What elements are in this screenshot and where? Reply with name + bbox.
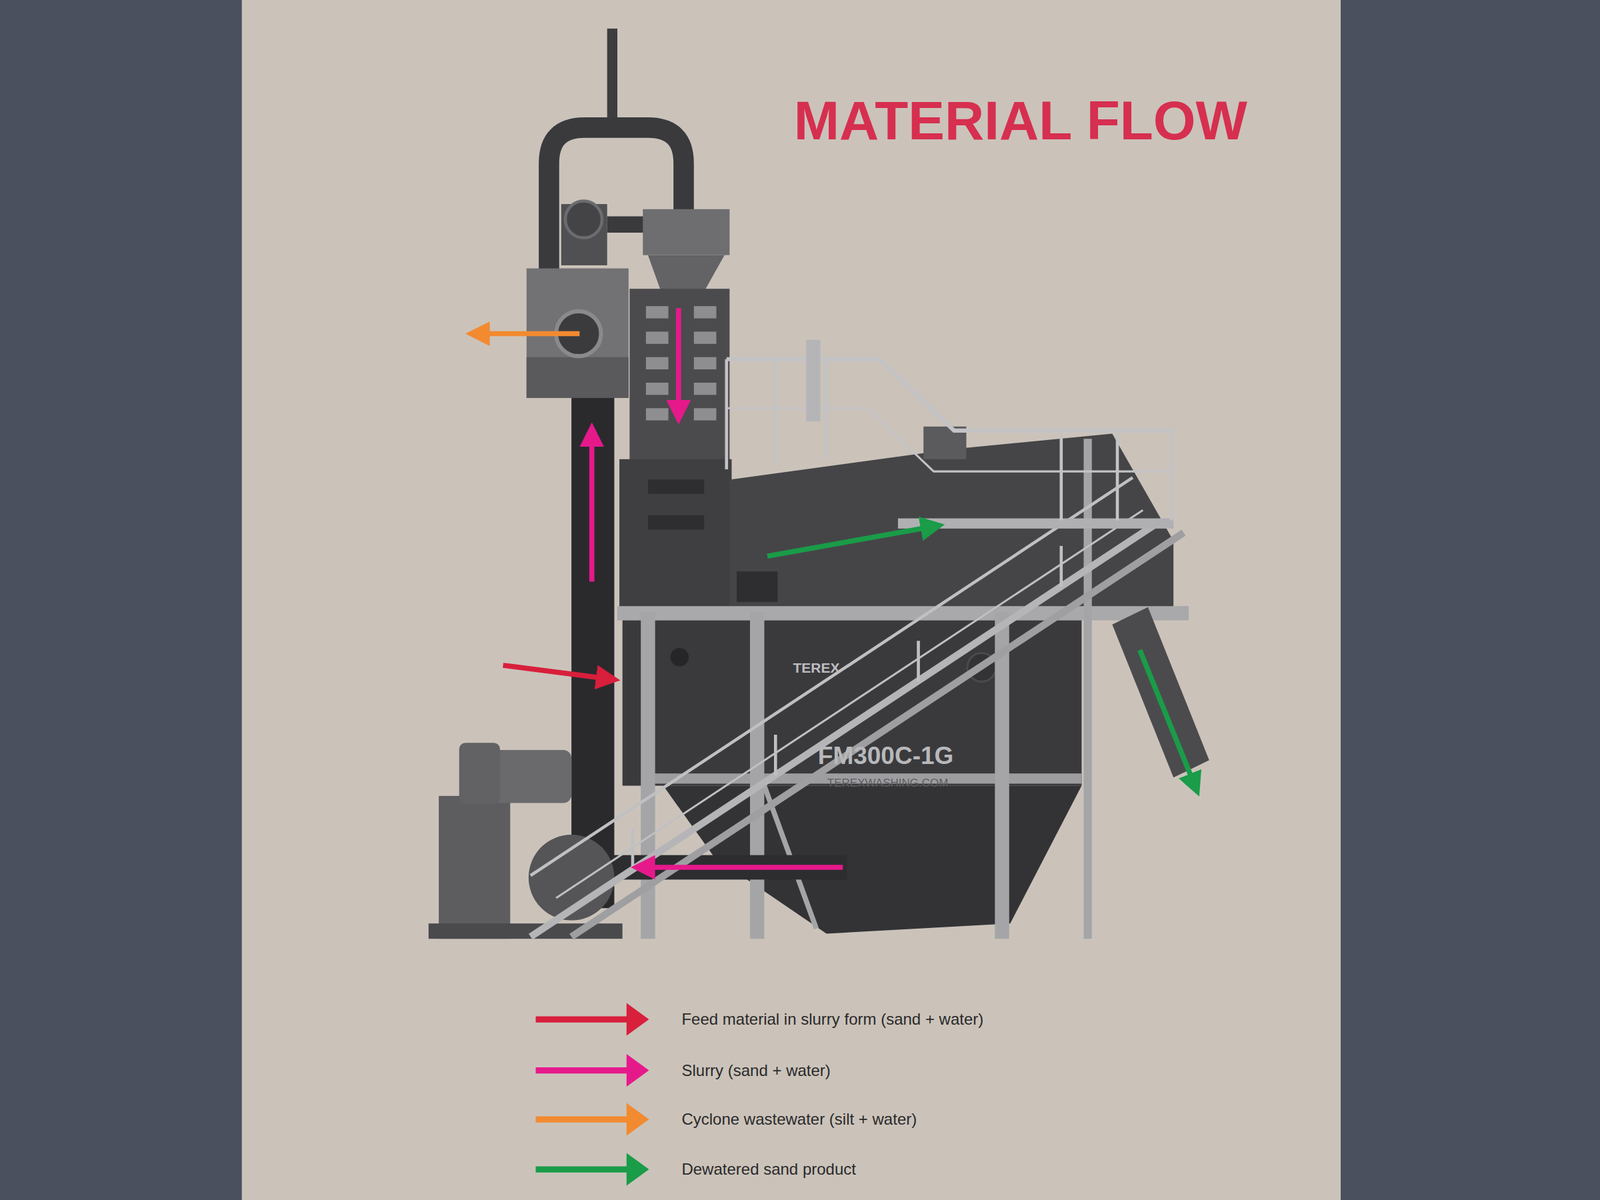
legend-arrow-swatch: [536, 1103, 650, 1136]
handrail-post: [774, 359, 778, 465]
side-panel: [0, 0, 242, 1200]
legend-arrow-head: [626, 1054, 650, 1087]
stair-stringer: [530, 522, 1158, 937]
tower-opening: [646, 408, 669, 420]
legend-swatches: [536, 1003, 650, 1186]
tower-opening: [694, 408, 717, 420]
legend-arrow-shaft: [536, 1016, 631, 1022]
valve-flange: [565, 201, 602, 238]
stair-stringer: [571, 532, 1184, 937]
tower-opening: [694, 357, 717, 370]
vent-pipe: [607, 28, 618, 123]
tower-opening: [694, 382, 717, 395]
legend-arrow-shaft: [536, 1116, 631, 1122]
stair-post: [1060, 546, 1064, 587]
cyclone-inlet: [607, 216, 646, 232]
flow-arrow: [676, 308, 682, 418]
motor-end: [459, 742, 500, 804]
frame-post: [1084, 438, 1092, 939]
tower-opening: [646, 382, 669, 395]
legend-text: Cyclone wastewater (silt + water): [681, 1111, 917, 1128]
lower-tower: [619, 459, 732, 613]
screen-exciter: [736, 571, 778, 602]
cyclone-tower: [629, 288, 730, 462]
frame-leg: [750, 612, 764, 939]
legend-arrow-shaft: [536, 1067, 631, 1074]
stair-handrail: [556, 510, 1143, 898]
stair-handrail: [530, 477, 1133, 876]
platform-handrail: [726, 359, 1174, 431]
flow-arrow: [767, 525, 939, 556]
overflow-box-base: [526, 357, 629, 398]
handrail-post: [824, 359, 828, 460]
flow-arrow: [503, 665, 615, 680]
legend-arrow-head: [626, 1153, 650, 1186]
handrail-post: [1060, 430, 1064, 521]
legend-text: Feed material in slurry form (sand + wat…: [681, 1011, 984, 1028]
flow-arrow: [589, 428, 595, 582]
frame-leg: [994, 612, 1009, 939]
riser-pipe: [571, 398, 614, 908]
flow-arrow: [1140, 650, 1198, 791]
legend-arrow-head: [626, 1003, 650, 1036]
tower-slot: [648, 479, 704, 494]
tower-opening: [694, 306, 717, 318]
cyclone-head: [642, 209, 730, 256]
machine-label: FM300C-1G: [818, 742, 954, 768]
stair-post: [916, 640, 920, 682]
background-panel: [242, 0, 1341, 1200]
diagram-title: MATERIAL FLOW: [794, 93, 1248, 148]
side-panel: [1340, 0, 1600, 1200]
legend-text: Slurry (sand + water): [681, 1062, 830, 1079]
handrail-post: [724, 359, 728, 470]
belt-guard: [438, 796, 510, 939]
legend-arrow-shaft: [536, 1166, 631, 1172]
handrail-post: [1170, 430, 1174, 521]
tower-slot: [648, 515, 704, 530]
legend-arrow-swatch: [536, 1054, 650, 1087]
tower-opening: [646, 357, 669, 370]
sump-tank: [622, 612, 1082, 786]
legend-arrow-head: [626, 1103, 650, 1136]
stair-post: [774, 734, 778, 776]
platform-deck: [898, 518, 1174, 529]
legend-arrow-swatch: [536, 1153, 650, 1186]
tower-opening: [646, 306, 669, 318]
handrail-post: [1116, 430, 1120, 521]
platform-handrail: [726, 408, 1174, 472]
legend-text: Dewatered sand product: [681, 1161, 856, 1178]
tower-opening: [694, 331, 717, 344]
flow-arrow: [471, 331, 580, 337]
flow-arrow: [636, 864, 843, 870]
tower-opening: [646, 331, 669, 344]
vent-stack: [806, 340, 820, 422]
stair-post: [631, 828, 635, 870]
discharge-chute: [1112, 607, 1209, 778]
tank-port: [670, 648, 690, 667]
frame-beam: [617, 606, 1189, 620]
machine-label: TEREX: [792, 660, 840, 675]
legend-arrow-swatch: [536, 1003, 650, 1036]
machine-label: TEREXWASHING.COM: [827, 776, 949, 788]
pump-motor: [488, 750, 572, 804]
